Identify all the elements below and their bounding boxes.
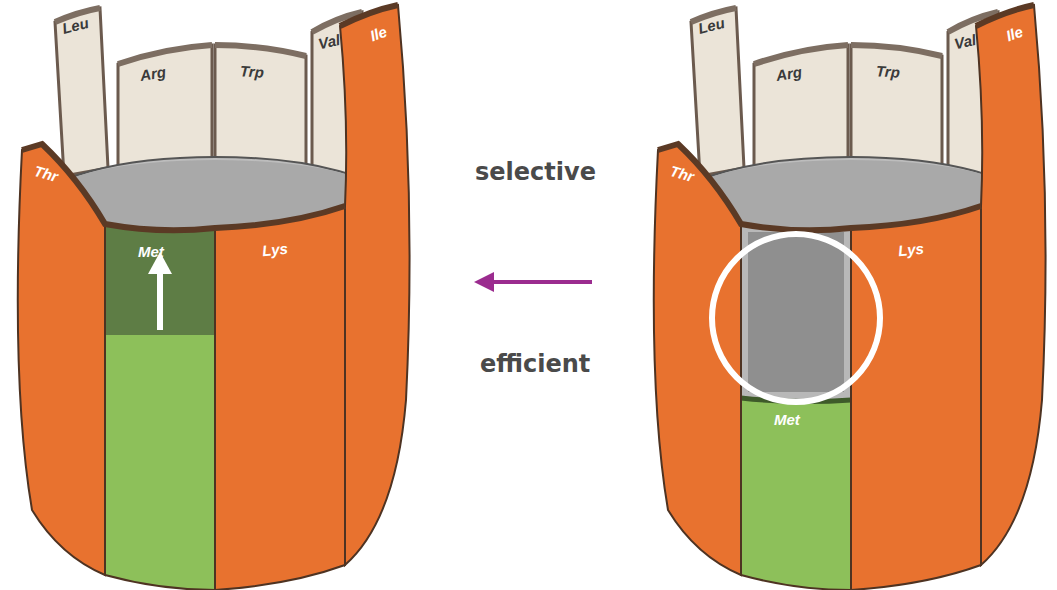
stave-label: Arg [775, 64, 803, 83]
stave-label: Met [774, 412, 800, 427]
stave-label: Val [953, 32, 978, 51]
arrow-label: selective [475, 160, 596, 184]
stave-label: Val [317, 32, 342, 51]
stave-label: Lys [261, 241, 288, 259]
stave-label: Trp [240, 63, 265, 79]
stave-label: Trp [876, 63, 901, 79]
stave-label: Lys [897, 241, 924, 259]
stave-label: Arg [139, 64, 167, 83]
arrow-label: efficient [480, 352, 590, 376]
stave-label: Met [138, 244, 164, 259]
